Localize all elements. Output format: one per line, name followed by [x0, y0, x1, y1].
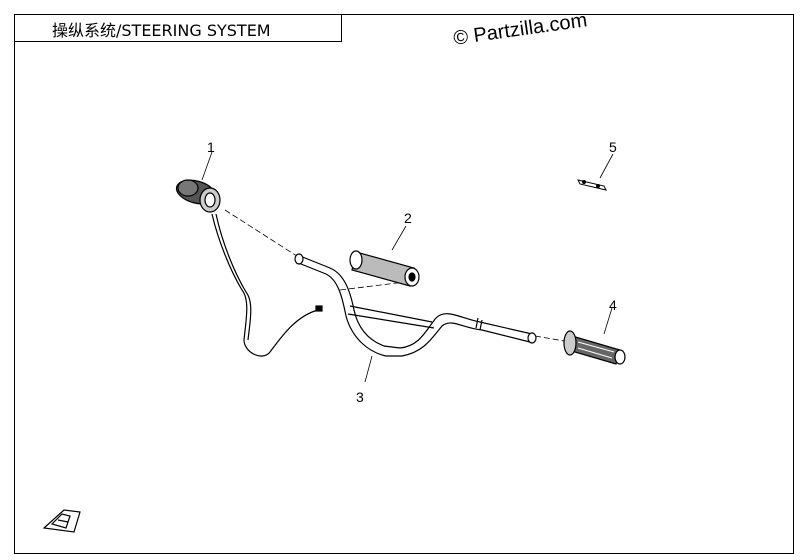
callout-3: 3 [356, 389, 364, 405]
clip-part [577, 179, 607, 191]
callout-2: 2 [404, 210, 412, 226]
manufacturer-logo-icon [42, 509, 81, 533]
callout-4: 4 [609, 297, 617, 313]
handlebar-pad-part [349, 250, 420, 287]
page-title: 操纵系统/STEERING SYSTEM [52, 21, 271, 40]
left-grip-part [563, 330, 626, 365]
title-box [14, 14, 342, 42]
throttle-grip-part [175, 179, 323, 357]
callout-5: 5 [609, 139, 617, 155]
handlebar-part [294, 253, 537, 357]
diagram-frame [14, 14, 794, 554]
callout-1: 1 [207, 139, 215, 155]
